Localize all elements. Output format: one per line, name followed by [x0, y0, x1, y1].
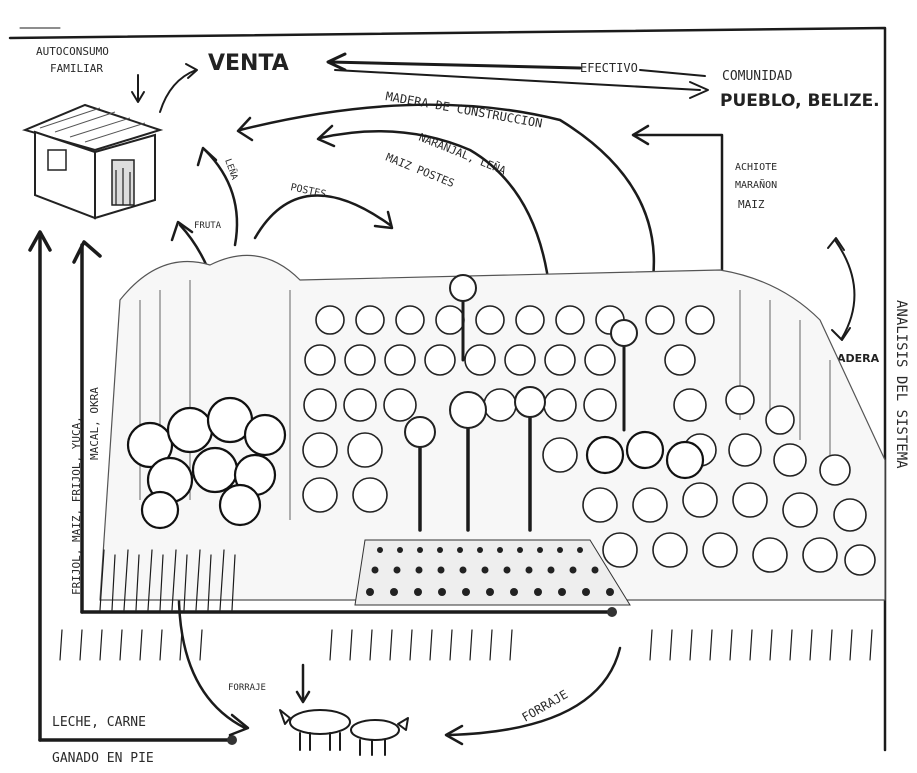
- label-venta: VENTA: [208, 51, 289, 76]
- node-ganado: [227, 735, 237, 745]
- label-forraje-small: FORRAJE: [228, 683, 266, 693]
- label-achiote-2: MARAÑON: [735, 178, 777, 191]
- arrow-postes: [255, 195, 392, 238]
- label-autoconsumo-1: AUTOCONSUMO: [36, 45, 109, 58]
- cow-icon: [280, 710, 408, 755]
- label-analisis: ANALISIS DEL SISTEMA: [893, 300, 909, 469]
- arrow-madera: [828, 238, 854, 340]
- house-icon: [25, 105, 160, 218]
- label-madera-construccion: MADERA DE CONSTRUCCION: [384, 89, 543, 130]
- label-autoconsumo-2: FAMILIAR: [50, 62, 103, 75]
- arrow-house-venta: [160, 64, 197, 112]
- node-right: [607, 607, 617, 617]
- label-leche-carne: LECHE, CARNE: [52, 715, 146, 730]
- label-postes: POSTES: [289, 182, 327, 200]
- label-fruta: FRUTA: [194, 221, 222, 231]
- label-pueblo-belize: PUEBLO, BELIZE.: [720, 91, 880, 111]
- crop-field: [355, 540, 630, 605]
- label-achiote-1: ACHIOTE: [735, 162, 777, 173]
- label-efectivo: EFECTIVO: [580, 61, 638, 75]
- label-comunidad: COMUNIDAD: [722, 69, 793, 84]
- label-ganado: GANADO EN PIE: [52, 751, 154, 766]
- arrow-autoconsumo: [132, 75, 144, 102]
- label-maiz-postes: MAIZ POSTES: [384, 151, 456, 190]
- arrow-efectivo: [328, 54, 708, 98]
- label-frijol-2: MACAL, OKRA: [88, 387, 101, 460]
- label-achiote-3: MAIZ: [738, 198, 765, 211]
